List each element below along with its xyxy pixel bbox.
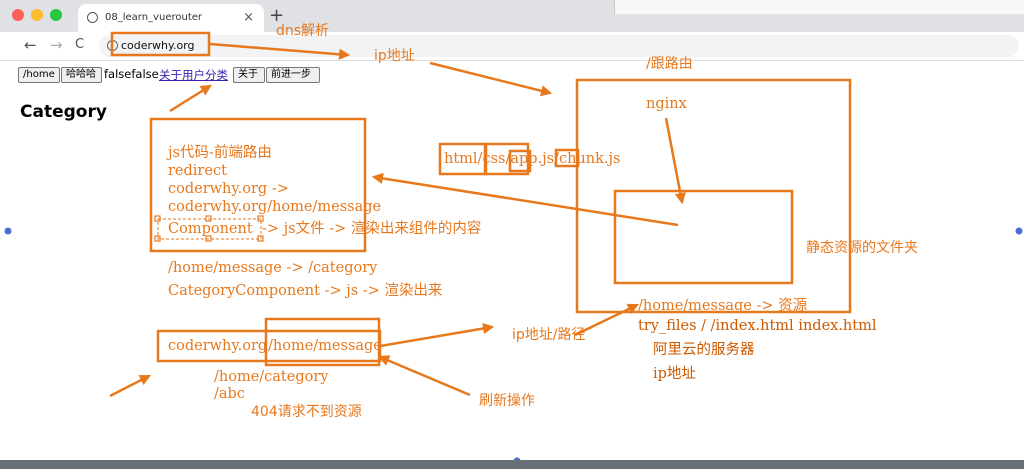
browser-tab[interactable]: 08_learn_vuerouter × [78,4,264,32]
component-label[interactable]: Component [168,221,253,237]
path-abc-label: /abc [214,386,245,402]
address-bar: ← → C coderwhy.org [0,32,1024,61]
category-component-label: CategoryComponent -> js -> 渲染出来 [168,283,443,299]
static-folder-box [613,189,794,285]
url-path-label: /home/message [268,338,382,354]
js-code-line-2: redirect [168,163,227,179]
ip-label: ip地址 [374,48,415,64]
new-tab-icon[interactable]: + [269,5,285,26]
js-to-page-arrow [169,84,212,113]
js-code-line-3: coderwhy.org -> [168,181,289,197]
nginx-arrow [664,117,686,205]
refresh-label: 刷新操作 [479,393,535,409]
maximize-window-icon[interactable] [50,9,62,21]
right-edge-handle [1015,227,1023,235]
tab-close-icon[interactable]: × [243,10,254,25]
path-category-label: /home/category [214,369,329,385]
static-files-label: html/css/app.js/chunk.js [444,151,621,167]
component-desc: -> js文件 -> 渲染出来组件的内容 [262,221,482,237]
path-to-ip-arrow [379,322,495,348]
root-route-label: /跟路由 [646,56,693,72]
resource-label: /home/message -> 资源 [638,298,808,314]
js-code-line-1: js代码-前端路由 [168,145,272,161]
browser-titlebar: 08_learn_vuerouter × + [0,0,1024,32]
handle-tl [154,215,161,222]
url-text: coderwhy.org [121,39,195,52]
not-found-label: 404请求不到资源 [251,404,362,420]
about-user-link[interactable]: 关于用户分类 [159,68,228,82]
haha-button[interactable]: 哈哈哈 [61,67,102,83]
ip-to-route-arrow [429,61,553,97]
refresh-arrow [377,355,471,397]
tab-title: 08_learn_vuerouter [105,12,202,23]
page-title: Category [20,102,107,122]
forward-icon[interactable]: → [50,36,63,54]
globe-icon [87,12,98,23]
message-category-label: /home/message -> /category [168,260,378,276]
site-info-icon[interactable] [107,40,118,51]
reload-icon[interactable]: C [75,37,85,52]
home-button[interactable]: /home [18,67,60,83]
falsefalse-text: falsefalse [104,67,159,81]
bottom-left-arrow [109,374,152,398]
bottom-bar [0,460,1024,469]
url-field[interactable]: coderwhy.org [99,35,1019,57]
other-window-strip [614,0,1024,14]
folder-to-js-arrow [371,172,679,227]
static-folder-label: 静态资源的文件夹 [806,240,918,256]
ip-path-label: ip地址/路径 [512,327,586,343]
aliyun-label: 阿里云的服务器 [653,342,755,358]
handle-bl [154,235,161,242]
try-files-label: try_files / /index.html index.html [638,318,877,334]
root-route-box [575,78,852,314]
js-code-line-4: coderwhy.org/home/message [168,199,382,215]
dns-label: dns解析 [276,23,330,39]
close-window-icon[interactable] [12,9,24,21]
left-edge-handle [4,227,12,235]
url-domain-label: coderwhy.org [168,338,268,354]
nginx-label: nginx [646,96,687,112]
ip-label-2: ip地址 [653,366,696,382]
forward-step-button[interactable]: 前进一步 [266,67,320,83]
back-icon[interactable]: ← [24,36,37,54]
minimize-window-icon[interactable] [31,9,43,21]
about-button[interactable]: 关于 [233,67,265,83]
